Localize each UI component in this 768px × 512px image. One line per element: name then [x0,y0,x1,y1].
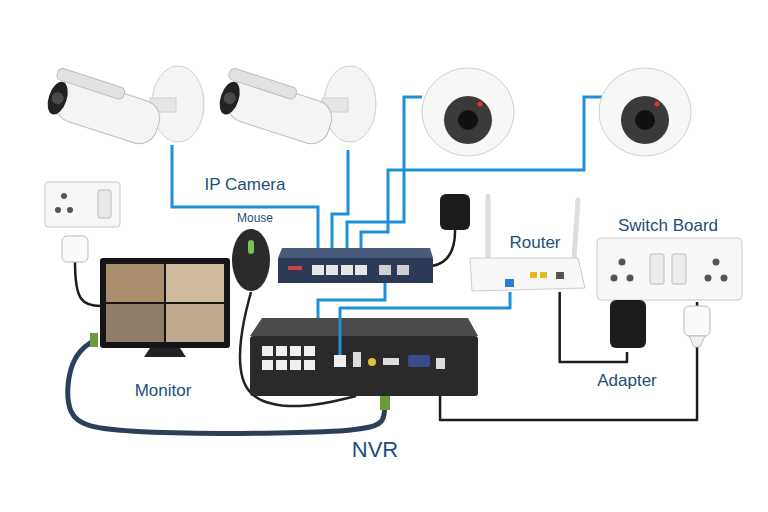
wall-switch [98,190,111,218]
nvr-port [276,360,287,370]
router-port [540,272,547,278]
mouse-body [232,229,270,291]
nvr-port [262,346,273,356]
nvr-port [290,346,301,356]
socket-hole [67,207,73,213]
socket-hole [713,259,720,266]
nvr-port [262,360,273,370]
camera-wire [361,97,602,265]
device-art [43,66,742,410]
hdmi-plug [90,333,98,347]
bullet-camera [215,67,338,149]
switch-port [326,265,338,275]
board-switch [650,254,664,284]
monitor-screen [166,264,224,302]
device-node: Mouse [230,228,272,292]
audio-port [368,358,376,366]
router-port [505,279,514,287]
mouse-wheel [248,240,254,254]
router-port [556,272,564,279]
dome-lens-ring [621,96,669,144]
dome-led [655,102,660,107]
socket-hole [55,207,61,213]
nvr-front [250,336,478,396]
socket-hole [61,193,67,199]
wall-socket [45,182,120,227]
dome-lens-ring [444,96,492,144]
lan-wire [339,318,342,355]
cable [440,302,697,420]
power-port [436,358,445,369]
router-antenna [574,200,578,260]
socket-hole [611,275,618,282]
switch-port [379,265,391,275]
socket-hole [705,275,712,282]
switch-board [597,238,742,300]
plug [689,336,705,347]
monitor-screen [106,264,164,302]
nvr-top [250,318,478,336]
nvr-port [334,355,346,367]
dome-led [478,102,483,107]
device-label: IP Camera [205,176,286,193]
nvr-port [304,346,315,356]
power-adapter [610,300,646,348]
device-node: NVR [248,318,478,396]
bullet-camera [43,67,166,149]
dome-camera [599,68,691,156]
network-switch [278,248,433,258]
monitor-stand [144,348,186,357]
camera-lens [50,91,65,106]
monitor-screen [166,304,224,342]
switch-led [288,266,302,270]
device-node: IP Camera [50,70,380,152]
monitor-screen [106,304,164,342]
socket-hole [627,275,634,282]
cable [340,292,510,318]
power-adapter [440,194,470,230]
plug [62,236,88,262]
usb-port [353,352,361,367]
device-label: Monitor [135,382,192,399]
plug [684,306,710,336]
camera-lens [44,79,72,117]
camera-lens [222,91,237,106]
router-antenna [486,196,491,260]
dome-camera [422,68,514,156]
device-label: Switch Board [618,217,718,234]
device-label: Router [509,234,560,251]
monitor-frame [100,258,230,348]
switch-port [341,265,353,275]
nvr-port [290,360,301,370]
network-switch [278,258,433,283]
vga-port [408,355,430,367]
device-label: NVR [352,439,398,461]
device-label: Mouse [237,212,273,224]
cables [68,292,697,433]
hdmi-port [383,358,399,365]
device-label: Adapter [597,372,657,389]
device-node: Switch Board [597,238,742,302]
nvr-port [276,346,287,356]
switch-port [312,265,324,275]
router-body [470,258,585,291]
device-node: Monitor [95,255,235,360]
router-port [530,272,537,278]
device-node: Adapter [608,300,648,352]
power-wire [432,228,455,266]
socket-hole [721,275,728,282]
switch-port [397,265,409,275]
dome-lens [458,110,478,130]
camera-lens [216,79,244,117]
device-node: Router [470,195,585,292]
dome-lens [635,110,655,130]
board-switch [672,254,686,284]
power-wire [75,262,101,306]
switch-port [355,265,367,275]
socket-hole [619,259,626,266]
hdmi-plug [380,396,390,410]
nvr-port [304,360,315,370]
